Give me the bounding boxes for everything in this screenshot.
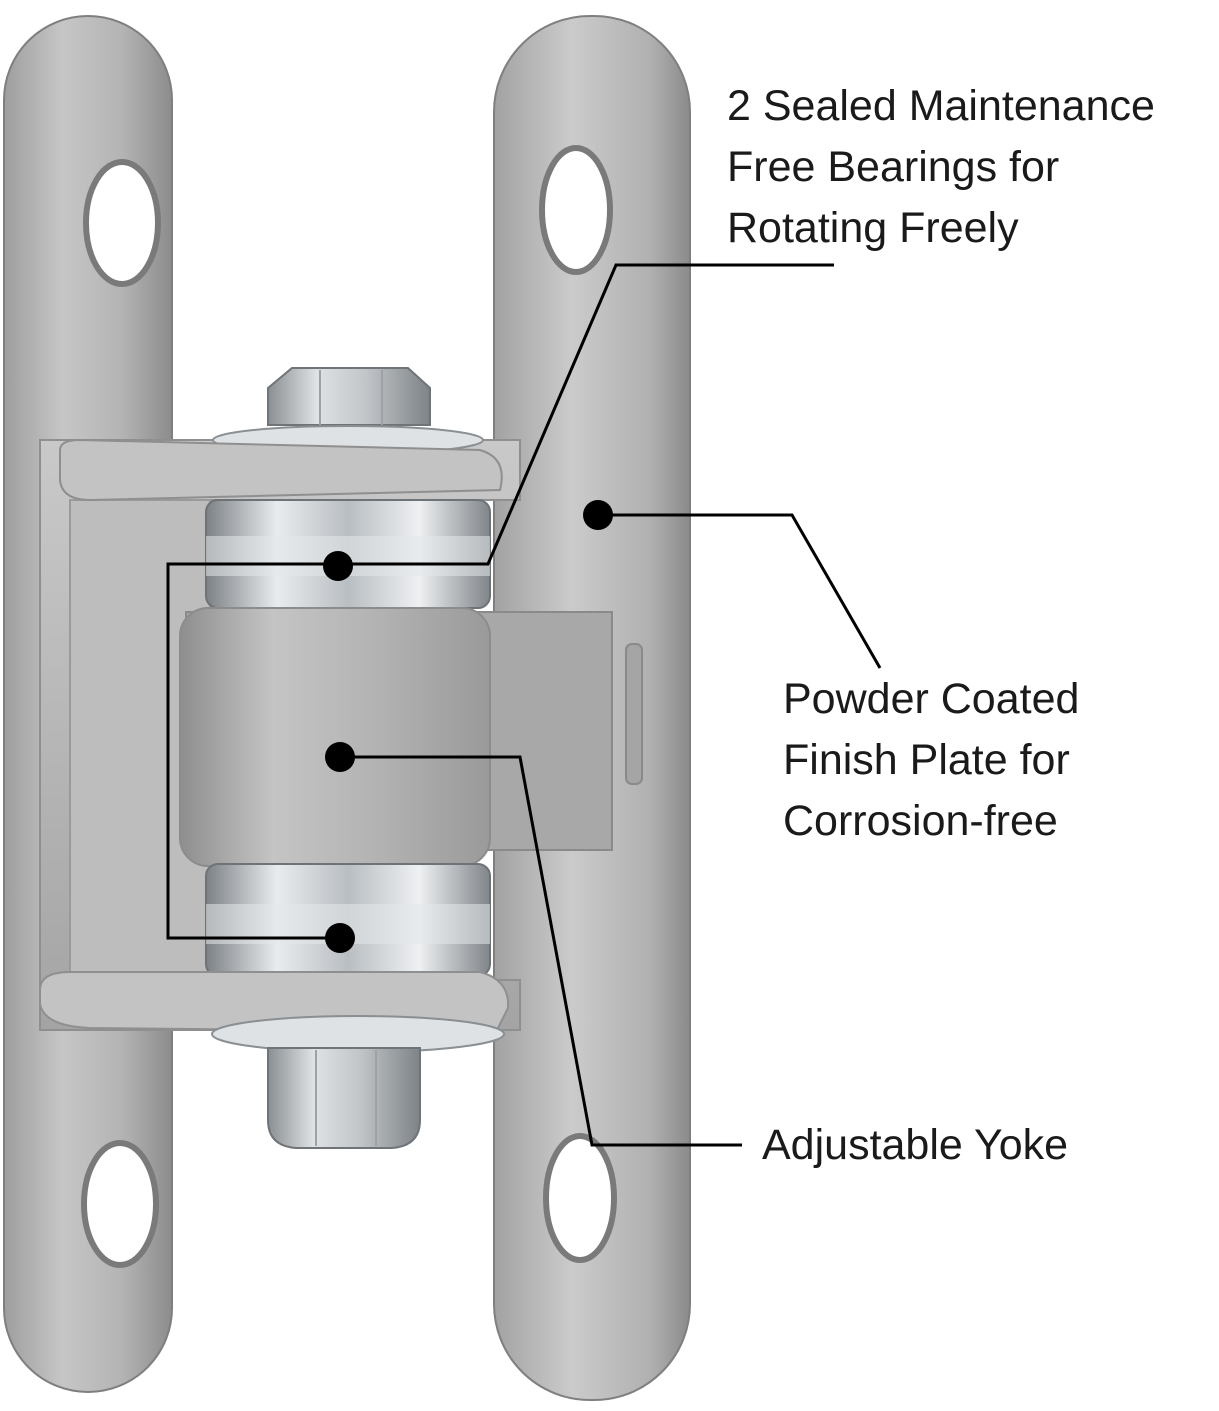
callout-yoke: Adjustable Yoke — [762, 1115, 1068, 1176]
upper-bearing — [205, 499, 491, 609]
callout-bearings-line-2: Free Bearings for — [727, 143, 1060, 191]
dot-yoke — [325, 742, 355, 772]
callout-powder-line-3: Corrosion-free — [783, 797, 1058, 845]
dot-upper-bearing — [323, 551, 353, 581]
leader-powder-coat — [598, 513, 882, 669]
mounting-hole-top-right — [539, 145, 613, 275]
mounting-hole-bottom-right — [543, 1133, 617, 1263]
yoke-top-arm — [59, 438, 503, 502]
callout-powder-line-1: Powder Coated — [783, 675, 1080, 723]
top-bolt-head — [212, 367, 484, 455]
dot-lower-bearing — [325, 923, 355, 953]
mounting-hole-top-left — [83, 159, 161, 287]
mounting-hole-bottom-left — [81, 1140, 159, 1268]
callout-bearings-line-3: Rotating Freely — [727, 204, 1019, 252]
callout-dots — [323, 500, 613, 953]
leader-yoke — [340, 755, 742, 1147]
lower-bearing — [205, 863, 491, 977]
center-barrel — [179, 607, 613, 867]
bottom-nut — [211, 1015, 505, 1149]
callout-powder-line-2: Finish Plate for — [783, 736, 1070, 784]
dot-plate-finish — [583, 500, 613, 530]
callout-bearings-line-1: 2 Sealed Maintenance — [727, 82, 1155, 130]
callout-powder-coat: Powder Coated Finish Plate for Corrosion… — [783, 669, 1079, 852]
callout-yoke-line-1: Adjustable Yoke — [762, 1121, 1069, 1169]
callout-bearings: 2 Sealed Maintenance Free Bearings for R… — [727, 76, 1155, 259]
